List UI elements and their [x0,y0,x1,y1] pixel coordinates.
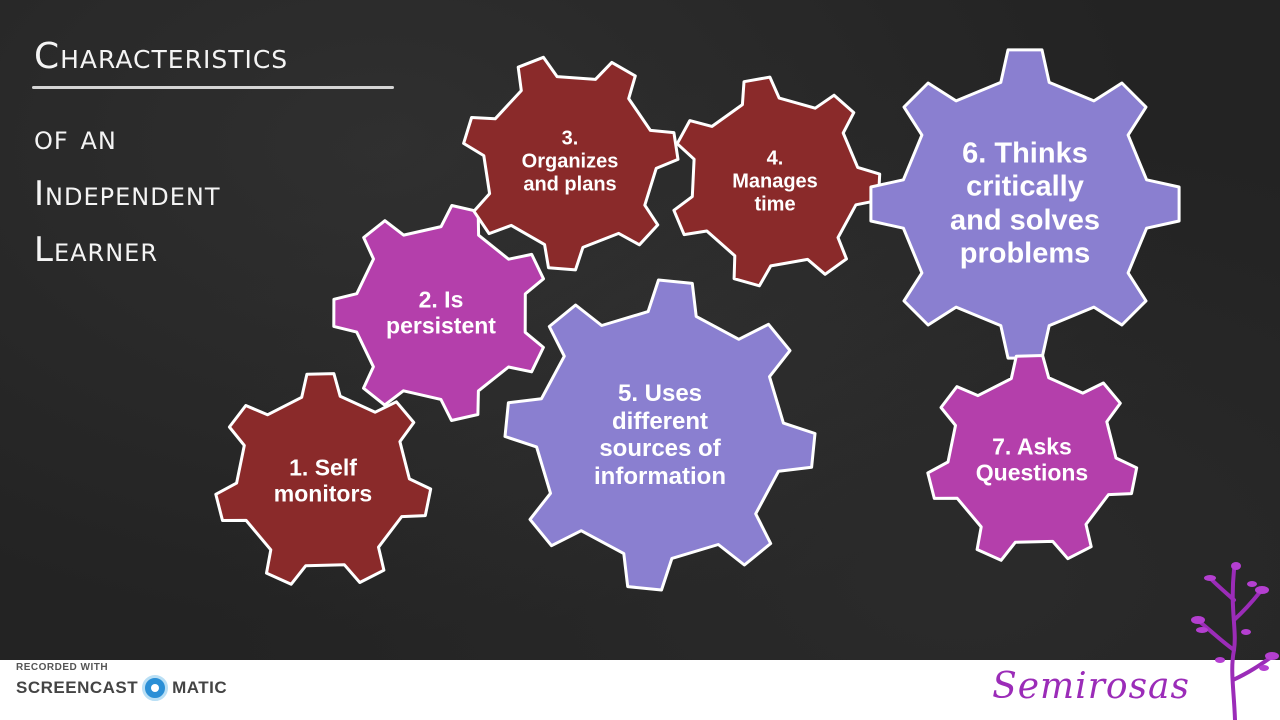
slide: Characteristics of an Independent Learne… [32,32,1181,592]
brand-logo-text: Semirosas [992,666,1190,707]
gear-4-line: 4. [766,147,784,170]
gear-5-line: 5. Uses [617,379,703,407]
footer-bar: RECORDED WITH SCREENCAST MATIC Semirosas [0,660,1280,720]
gear-5-line: different [612,407,708,435]
gear-1-line: monitors [273,481,373,507]
gear-4-line: time [754,193,796,216]
gear-2-shape [332,204,545,422]
gear-2-line: 2. Is [418,286,464,313]
gear-7-line: 7. Asks [992,433,1072,460]
gear-4-shape [672,75,882,288]
title-line-2: of an [34,118,117,158]
gear-4-line: Manages [732,170,818,193]
gear-3-line: Organizes [521,150,619,173]
gear-6-shape [869,48,1181,360]
title-subheading: of an Independent Learner [34,110,288,278]
gear-3-line: 3. [561,127,579,150]
gear-2-line: persistent [386,313,496,339]
gear-3-shape [462,55,680,272]
gear-1-shape [214,372,433,586]
title-underline [32,86,394,89]
gear-7-shape [926,354,1139,562]
gear-diagram [214,48,1181,592]
gear-6-line: critically [966,170,1084,203]
matic-label: MATIC [172,678,228,697]
tree-logo-icon [1191,562,1279,720]
gear-5-line: sources of [599,435,721,462]
gear-5-line: information [594,462,726,490]
gear-6-line: and solves [950,204,1100,236]
gear-5-shape [503,278,817,592]
slide-title: Characteristics of an Independent Learne… [32,32,394,278]
gear-1-line: 1. Self [289,454,357,481]
title-line-4: Learner [34,230,158,270]
gear-7-line: Questions [975,460,1089,486]
recorded-with-label: RECORDED WITH [16,662,109,673]
record-icon [142,675,169,701]
title-line-3: Independent [34,174,221,214]
gear-6-line: problems [959,237,1091,270]
gear-3-line: and plans [523,173,617,196]
title-heading: Characteristics [34,36,289,77]
gear-6-line: 6. Thinks [962,137,1088,170]
screencast-label: SCREENCAST [16,678,139,697]
screencast-watermark: RECORDED WITH SCREENCAST MATIC [16,662,227,701]
